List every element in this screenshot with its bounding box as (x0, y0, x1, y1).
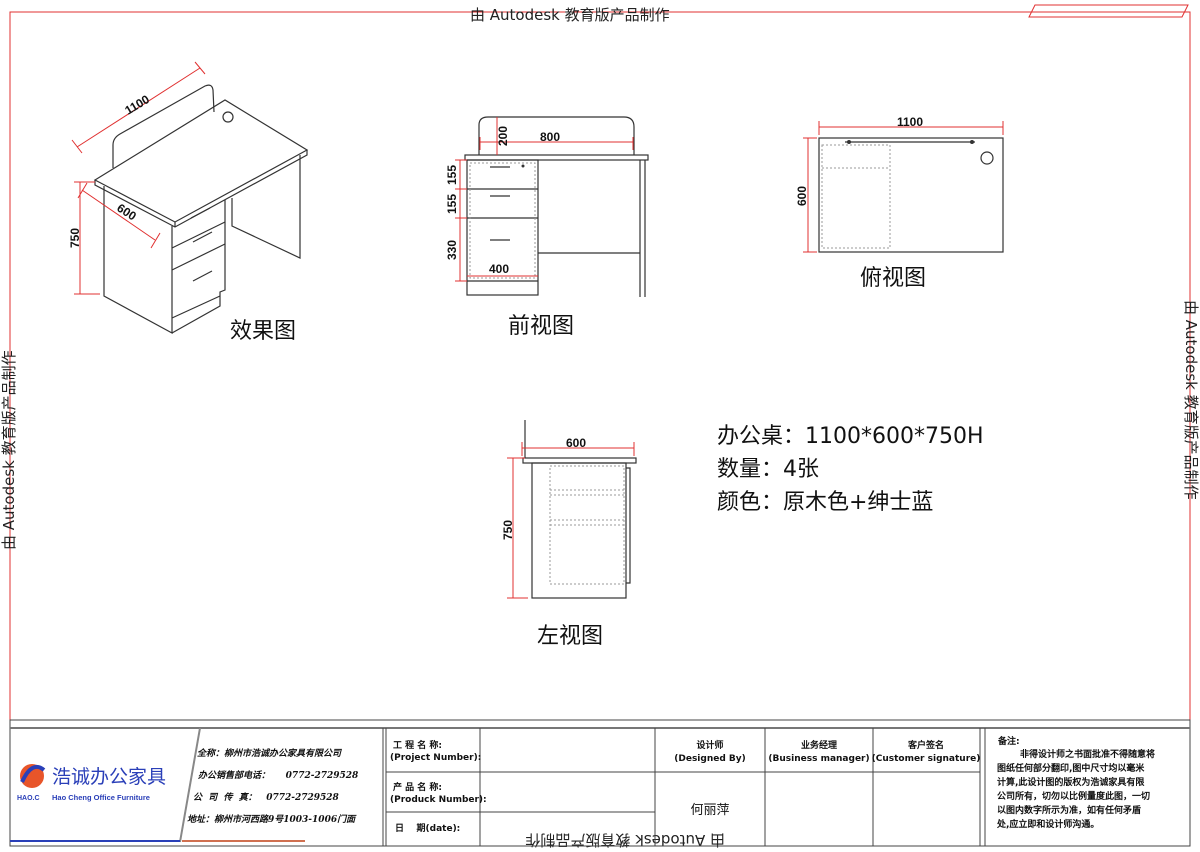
watermark-right: 由 Autodesk 教育版产品制作 (1182, 300, 1200, 500)
left-dim-height: 750 (501, 520, 515, 540)
watermark-top: 由 Autodesk 教育版产品制作 (470, 6, 670, 24)
company-logo: 浩诚办公家具 HAO.C Hao Cheng Office Furniture (17, 764, 166, 802)
project-label: 工 程 名 称: (393, 739, 442, 751)
company-fax: 公 司 传 真： 0772-2729528 (193, 792, 340, 803)
project-label-en: (Project Number): (390, 753, 481, 763)
top-caption: 俯视图 (860, 266, 926, 291)
company-full-name: 全称：柳州市浩诚办公家具有限公司 (197, 748, 342, 759)
iso-divider (112, 84, 215, 168)
watermark-bottom: 由 Autodesk 教育版产品制作 (525, 831, 725, 849)
iso-caption: 效果图 (230, 319, 296, 344)
sheet-border (9, 11, 1191, 847)
product-label: 产 品 名 称: (393, 781, 442, 793)
customer-label-en: (Customer signature) (872, 754, 981, 764)
designer-value: 何丽萍 (690, 802, 729, 818)
iso-dim-depth: 600 (114, 201, 139, 224)
spec-quantity: 数量：4张 (717, 457, 819, 482)
logo-mark-icon (20, 764, 44, 788)
notes-line: 计算,此设计图的版权为浩诚家具有限 (997, 776, 1145, 788)
front-dim-divider-width: 800 (540, 130, 560, 144)
front-dim-drawer2: 155 (445, 194, 459, 214)
front-caption: 前视图 (508, 314, 574, 339)
front-dim-drawer3: 330 (445, 240, 459, 260)
designer-label-en: (Designed By) (674, 754, 746, 764)
date-label: 日 期(date): (395, 822, 460, 834)
designer-label: 设计师 (696, 739, 723, 751)
svg-text:HAO.C: HAO.C (17, 795, 40, 802)
product-label-en: (Produck Number): (390, 795, 487, 805)
front-dim-divider-height: 200 (496, 126, 510, 146)
left-caption: 左视图 (537, 624, 603, 649)
top-view: 1100 600 俯视图 (795, 115, 1004, 291)
left-view: 600 750 左视图 (501, 420, 637, 649)
cable-grommet-icon (222, 111, 234, 123)
svg-text:浩诚办公家具: 浩诚办公家具 (52, 766, 166, 788)
iso-dim-height: 750 (68, 228, 82, 248)
spec-model: 办公桌：1100*600*750H (717, 424, 984, 449)
notes-line: 处,应立即和设计师沟通。 (996, 818, 1099, 830)
notes-line: 以图内数字所示为准，如有任何矛盾 (997, 804, 1141, 816)
iso-view: 1100 600 750 效果图 (68, 61, 309, 344)
watermark-left: 由 Autodesk 教育版产品制作 (0, 350, 18, 550)
company-phone: 办公销售部电话： 0772-2729528 (197, 770, 359, 781)
manager-label: 业务经理 (801, 739, 837, 751)
title-block: 浩诚办公家具 HAO.C Hao Cheng Office Furniture … (9, 719, 1191, 847)
manager-label-en: (Business manager) (768, 754, 869, 764)
front-dim-drawer1: 155 (445, 165, 459, 185)
notes-line: 公司所有，切勿以比例量度此图，一切 (997, 790, 1150, 802)
notes-line: 非得设计师之书面批准不得随意将 (1020, 748, 1155, 760)
spec-color: 颜色：原木色+绅士蓝 (717, 490, 933, 515)
corner-tab (1028, 4, 1189, 18)
svg-text:Hao Cheng Office Furniture: Hao Cheng Office Furniture (52, 793, 150, 802)
front-dim-pedestal-width: 400 (489, 262, 509, 276)
notes-line: 图纸任何部分翻印,图中尺寸均以毫米 (997, 762, 1145, 774)
notes-title: 备注: (997, 735, 1020, 747)
top-dim-depth: 600 (795, 186, 809, 206)
customer-label: 客户签名 (907, 739, 944, 751)
top-dim-length: 1100 (897, 115, 923, 129)
left-dim-depth: 600 (566, 436, 586, 450)
iso-dim-length: 1100 (122, 92, 152, 118)
front-view: 800 200 155 155 330 400 前视图 (445, 116, 649, 339)
company-address: 地址：柳州市河西路9号1003-1006门面 (187, 814, 357, 825)
